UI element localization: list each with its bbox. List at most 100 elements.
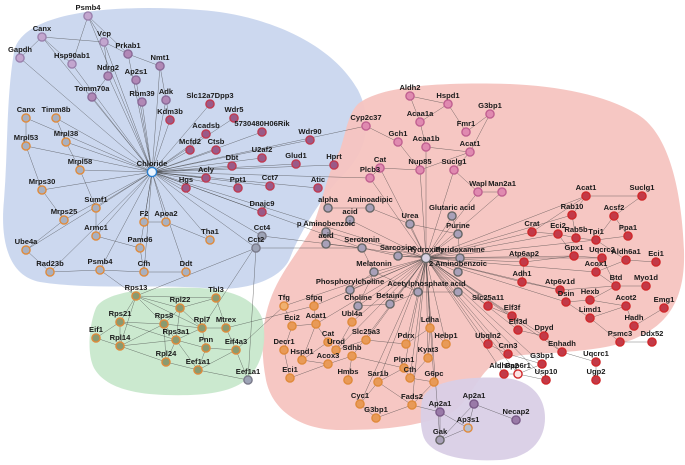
node-psmb4b[interactable]: Psmb4 [88, 257, 114, 275]
node-atp6v1d[interactable]: Atp6v1d [545, 277, 575, 295]
node-slc25a3[interactable]: Slc25a3 [352, 327, 380, 345]
node-hebp1[interactable]: Hebp1 [434, 331, 458, 349]
node-circle[interactable] [279, 345, 289, 355]
node-circle[interactable] [447, 211, 457, 221]
node-ubqln2[interactable]: Ubqln2 [475, 331, 501, 349]
node-circle[interactable] [135, 243, 145, 253]
node-eci2b[interactable]: Eci2 [284, 313, 300, 331]
node-crat[interactable]: Crat [524, 219, 540, 237]
node-circle[interactable] [539, 331, 549, 341]
node-sfpq[interactable]: Sfpq [306, 293, 323, 311]
node-circle[interactable] [497, 187, 507, 197]
node-ddt[interactable]: Ddt [180, 259, 193, 277]
node-circle[interactable] [95, 265, 105, 275]
node-paminobenzoic[interactable]: p Aminobenzoic [297, 219, 355, 237]
node-acid1[interactable]: acid [342, 207, 358, 225]
node-circle[interactable] [161, 357, 171, 367]
node-circle[interactable] [155, 61, 165, 71]
node-circle[interactable] [651, 257, 661, 267]
node-ddx52[interactable]: Ddx52 [641, 329, 664, 347]
node-circle[interactable] [279, 301, 289, 311]
node-circle[interactable] [435, 435, 445, 445]
node-circle[interactable] [67, 59, 77, 69]
node-circle[interactable] [139, 217, 149, 227]
node-rps3a1[interactable]: Rps3a1 [162, 327, 190, 345]
node-ldha[interactable]: Ldha [421, 315, 440, 333]
node-rps21[interactable]: Rps21 [109, 309, 133, 327]
node-circle[interactable] [581, 191, 591, 201]
node-circle[interactable] [555, 285, 565, 295]
node-tfg[interactable]: Tfg [278, 293, 290, 311]
node-acaa1a[interactable]: Acaa1a [407, 109, 434, 127]
node-u2af2[interactable]: U2af2 [252, 145, 273, 163]
node-circle[interactable] [623, 231, 633, 241]
node-tbl3[interactable]: Tbl3 [208, 285, 224, 303]
node-eef1a1a[interactable]: Eef1a1 [186, 357, 211, 375]
node-man2a1[interactable]: Man2a1 [488, 179, 517, 197]
node-ubl4a[interactable]: Ubl4a [342, 309, 363, 327]
node-circle[interactable] [455, 253, 465, 263]
node-circle[interactable] [59, 215, 69, 225]
node-wdr5[interactable]: Wdr5 [225, 105, 245, 123]
node-circle[interactable] [561, 297, 571, 307]
node-nmt1[interactable]: Nmt1 [151, 53, 171, 71]
node-circle[interactable] [159, 319, 169, 329]
node-2aminobenzoic[interactable]: 2 Aminobenzoic [429, 259, 487, 277]
node-circle[interactable] [629, 321, 639, 331]
node-circle[interactable] [463, 423, 473, 433]
node-circle[interactable] [161, 95, 171, 105]
node-rpl14[interactable]: Rpl14 [110, 333, 131, 351]
node-alpha[interactable]: alpha [318, 195, 339, 213]
node-eif4a3[interactable]: Eif4a3 [225, 337, 247, 355]
node-circle[interactable] [257, 153, 267, 163]
node-circle[interactable] [499, 369, 509, 379]
node-circle[interactable] [161, 217, 171, 227]
node-slc12a7dpp3[interactable]: Slc12a7Dpp3 [186, 91, 234, 109]
node-circle[interactable] [91, 203, 101, 213]
node-mrps30[interactable]: Mrps30 [29, 177, 56, 195]
node-circle[interactable] [251, 243, 261, 253]
node-circle[interactable] [355, 399, 365, 409]
node-circle[interactable] [407, 400, 417, 410]
node-canx[interactable]: Canx [33, 24, 52, 42]
node-f2[interactable]: F2 [139, 209, 149, 227]
node-circle[interactable] [323, 359, 333, 369]
node-hexb[interactable]: Hexb [581, 287, 600, 305]
node-emg1[interactable]: Emg1 [654, 295, 675, 313]
node-circle[interactable] [291, 159, 301, 169]
node-circle[interactable] [415, 165, 425, 175]
node-circle[interactable] [615, 337, 625, 347]
node-hspd1a[interactable]: Hspd1 [436, 91, 460, 109]
node-aminoadipic[interactable]: Aminoadipic [347, 195, 393, 213]
node-g3bp1c[interactable]: G3bp1 [364, 405, 389, 423]
node-enhadh[interactable]: Enhadh [548, 339, 576, 357]
node-circle[interactable] [609, 211, 619, 221]
node-dbt[interactable]: Dbt [226, 153, 239, 171]
node-pamd6[interactable]: Pamd6 [128, 235, 153, 253]
node-adk[interactable]: Adk [159, 87, 174, 105]
node-cat[interactable]: Cat [374, 155, 387, 173]
node-urea[interactable]: Urea [402, 211, 420, 229]
node-cct4[interactable]: Cct4 [254, 223, 271, 241]
node-acox3[interactable]: Acox3 [317, 351, 340, 369]
node-eci1b[interactable]: Eci1 [282, 365, 299, 383]
node-dsin[interactable]: Dsin [558, 289, 575, 307]
node-acadsb[interactable]: Acadsb [192, 121, 220, 139]
node-armc1[interactable]: Armc1 [84, 223, 109, 241]
node-hadh[interactable]: Hadh [625, 313, 644, 331]
node-purine[interactable]: Purine [446, 221, 470, 239]
node-usp10[interactable]: Usp10 [535, 367, 558, 385]
node-circle[interactable] [347, 317, 357, 327]
node-glutaric[interactable]: Glutaric acid [429, 203, 475, 221]
node-circle[interactable] [51, 113, 61, 123]
node-cfh[interactable]: Cfh [138, 259, 151, 277]
node-ctsb[interactable]: Ctsb [208, 137, 225, 155]
node-circle[interactable] [37, 32, 47, 42]
node-ap3s1[interactable]: Ap3s1 [457, 415, 481, 433]
node-circle[interactable] [537, 359, 547, 369]
node-circle[interactable] [637, 191, 647, 201]
node-circle[interactable] [99, 37, 109, 47]
node-cnn3[interactable]: Cnn3 [499, 341, 518, 359]
node-rad23b[interactable]: Rad23b [36, 259, 64, 277]
node-acat1a[interactable]: Acat1 [460, 139, 481, 157]
